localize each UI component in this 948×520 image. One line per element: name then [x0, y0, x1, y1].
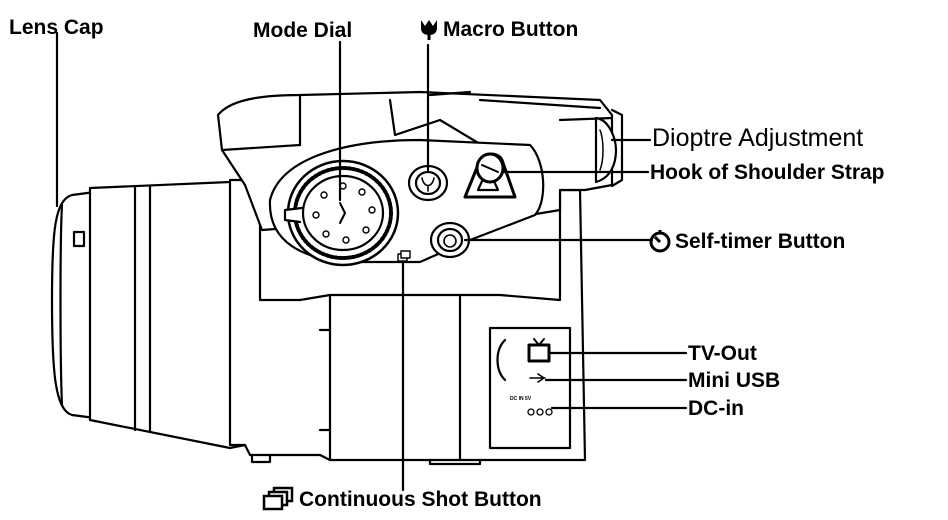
label-self-timer-row: Self-timer Button	[648, 229, 845, 253]
label-mode-dial: Mode Dial	[253, 19, 353, 42]
dioptre-wheel	[594, 108, 624, 188]
label-lens-cap: Lens Cap	[9, 16, 104, 39]
lens-barrel	[88, 180, 247, 450]
stacked-frames-icon	[262, 486, 294, 511]
label-mini-usb: Mini USB	[688, 369, 781, 392]
label-continuous-shot-button: Continuous Shot Button	[299, 487, 542, 511]
port-panel	[488, 326, 572, 450]
continuous-shot-marker	[397, 250, 411, 262]
leader-lines	[55, 31, 688, 492]
tulip-icon	[421, 20, 437, 40]
macro-button-shape	[407, 164, 449, 202]
label-self-timer-button: Self-timer Button	[675, 229, 846, 253]
strap-hook-shape	[463, 152, 517, 199]
label-hook-of-shoulder-strap: Hook of Shoulder Strap	[650, 161, 885, 184]
label-continuous-shot-row: Continuous Shot Button	[262, 486, 542, 512]
lens-cap-shape	[50, 190, 97, 420]
label-dioptre-adjustment: Dioptre Adjustment	[652, 124, 864, 152]
label-tv-out: TV-Out	[688, 342, 757, 365]
mode-dial-shape	[283, 159, 400, 267]
label-dc-in: DC-in	[688, 397, 744, 420]
dc-marking: DC IN 5V	[510, 396, 532, 402]
self-timer-icon	[649, 230, 671, 253]
self-timer-button-shape	[429, 221, 471, 259]
label-macro-button-row: Macro Button	[418, 18, 578, 40]
label-macro-button: Macro Button	[443, 17, 579, 41]
